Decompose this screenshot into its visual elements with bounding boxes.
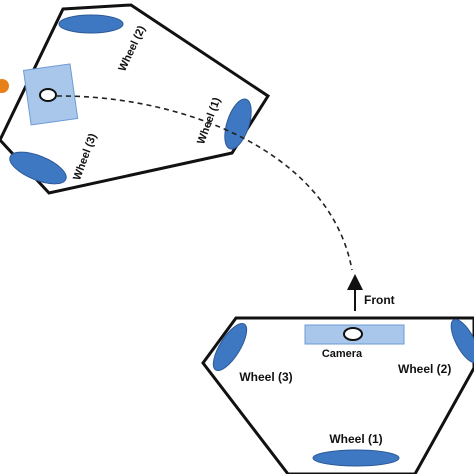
rotated-robot-wheel-3 — [9, 151, 67, 185]
front-robot: Camera Wheel (3) Wheel (2) Wheel (1) — [201, 316, 474, 474]
rotated-robot-body — [0, 3, 271, 195]
front-wheel-3-label: Wheel (3) — [239, 370, 292, 384]
rotated-robot-wheel-1 — [224, 98, 252, 150]
camera-label: Camera — [322, 348, 363, 360]
rotated-robot-camera-lens — [39, 88, 57, 102]
target-marker — [0, 79, 9, 93]
trajectory-path — [56, 95, 353, 271]
rotated-robot: Wheel (2) Wheel (1) Wheel (3) — [0, 3, 271, 195]
front-wheel-2-label: Wheel (2) — [398, 362, 451, 376]
front-robot-wheel-1 — [312, 449, 400, 467]
rotated-robot-wheel-2 — [58, 14, 124, 34]
front-robot-wheel-3 — [212, 322, 248, 372]
front-robot-body — [201, 316, 474, 474]
front-robot-wheel-2 — [450, 318, 474, 364]
front-label: Front — [364, 293, 395, 307]
front-wheel-1-label: Wheel (1) — [329, 432, 382, 446]
front-robot-camera-lens — [343, 327, 363, 341]
